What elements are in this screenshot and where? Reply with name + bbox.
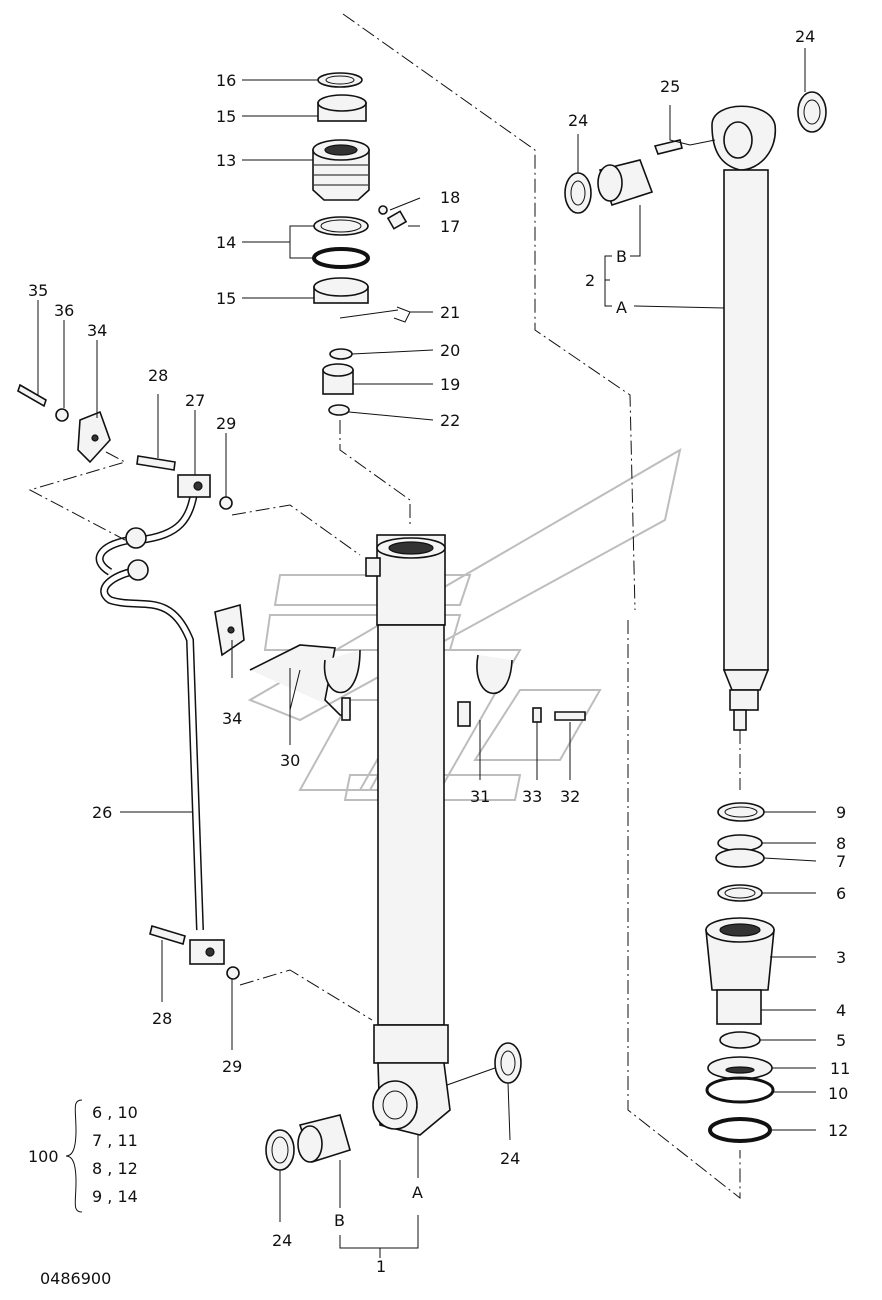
callout-14: 14 — [216, 233, 236, 252]
callout-24-rod-left: 24 — [568, 111, 588, 130]
callout-20: 20 — [440, 341, 460, 360]
callout-1: 1 — [376, 1257, 386, 1276]
callout-33: 33 — [522, 787, 542, 806]
kit-row-4: 9 , 14 — [92, 1187, 138, 1206]
callout-34-top: 34 — [87, 321, 107, 340]
hydraulic-pipes — [95, 474, 240, 980]
watermark-logo — [247, 447, 682, 801]
callout-6: 6 — [836, 884, 846, 903]
callout-19: 19 — [440, 375, 460, 394]
callout-15-top: 15 — [216, 107, 236, 126]
callout-30: 30 — [280, 751, 300, 770]
callout-10: 10 — [828, 1084, 848, 1103]
callout-24-rod-right: 24 — [795, 27, 815, 46]
cylinder-tube — [365, 534, 451, 1136]
callout-rod-a: A — [616, 298, 627, 317]
callout-29-top: 29 — [216, 414, 236, 433]
callout-labels: 16 15 13 18 17 14 15 21 20 19 22 35 36 3… — [28, 27, 850, 1276]
kit-legend: 100 6 , 10 7 , 11 8 , 12 9 , 14 — [28, 1103, 138, 1206]
callout-12: 12 — [828, 1121, 848, 1140]
callout-5: 5 — [836, 1031, 846, 1050]
callout-27: 27 — [185, 391, 205, 410]
callout-tube-a: A — [412, 1183, 423, 1202]
callout-24-bottom-right: 24 — [500, 1149, 520, 1168]
head-parts — [312, 72, 411, 416]
callout-11: 11 — [830, 1059, 850, 1078]
callout-31: 31 — [470, 787, 490, 806]
callout-26: 26 — [92, 803, 112, 822]
callout-15-bottom: 15 — [216, 289, 236, 308]
kit-row-1: 6 , 10 — [92, 1103, 138, 1122]
callout-18: 18 — [440, 188, 460, 207]
tube-bushings — [265, 1042, 522, 1171]
callout-36: 36 — [54, 301, 74, 320]
callout-28-top: 28 — [148, 366, 168, 385]
callout-17: 17 — [440, 217, 460, 236]
callout-29-bottom: 29 — [222, 1057, 242, 1076]
callout-7: 7 — [836, 852, 846, 871]
callout-35: 35 — [28, 281, 48, 300]
callout-25: 25 — [660, 77, 680, 96]
kit-row-3: 8 , 12 — [92, 1159, 138, 1178]
bolts-clamps — [17, 383, 586, 946]
callout-tube-b: B — [334, 1211, 345, 1230]
callout-34-mid: 34 — [222, 709, 242, 728]
callout-22: 22 — [440, 411, 460, 430]
piston-parts — [705, 802, 775, 1143]
drawing-code: 0486900 — [40, 1269, 111, 1288]
kit-row-2: 7 , 11 — [92, 1131, 138, 1150]
leader-lines — [28, 48, 817, 1258]
kit-number: 100 — [28, 1147, 59, 1166]
callout-2: 2 — [585, 271, 595, 290]
callout-8: 8 — [836, 834, 846, 853]
cylinder-rod — [564, 91, 827, 731]
callout-3: 3 — [836, 948, 846, 967]
callout-13: 13 — [216, 151, 236, 170]
callout-24-bottom-left: 24 — [272, 1231, 292, 1250]
callout-16: 16 — [216, 71, 236, 90]
callout-9: 9 — [836, 803, 846, 822]
callout-21: 21 — [440, 303, 460, 322]
callout-32: 32 — [560, 787, 580, 806]
callout-28-bottom: 28 — [152, 1009, 172, 1028]
center-lines — [339, 13, 741, 1200]
callout-4: 4 — [836, 1001, 846, 1020]
callout-rod-b: B — [616, 247, 627, 266]
